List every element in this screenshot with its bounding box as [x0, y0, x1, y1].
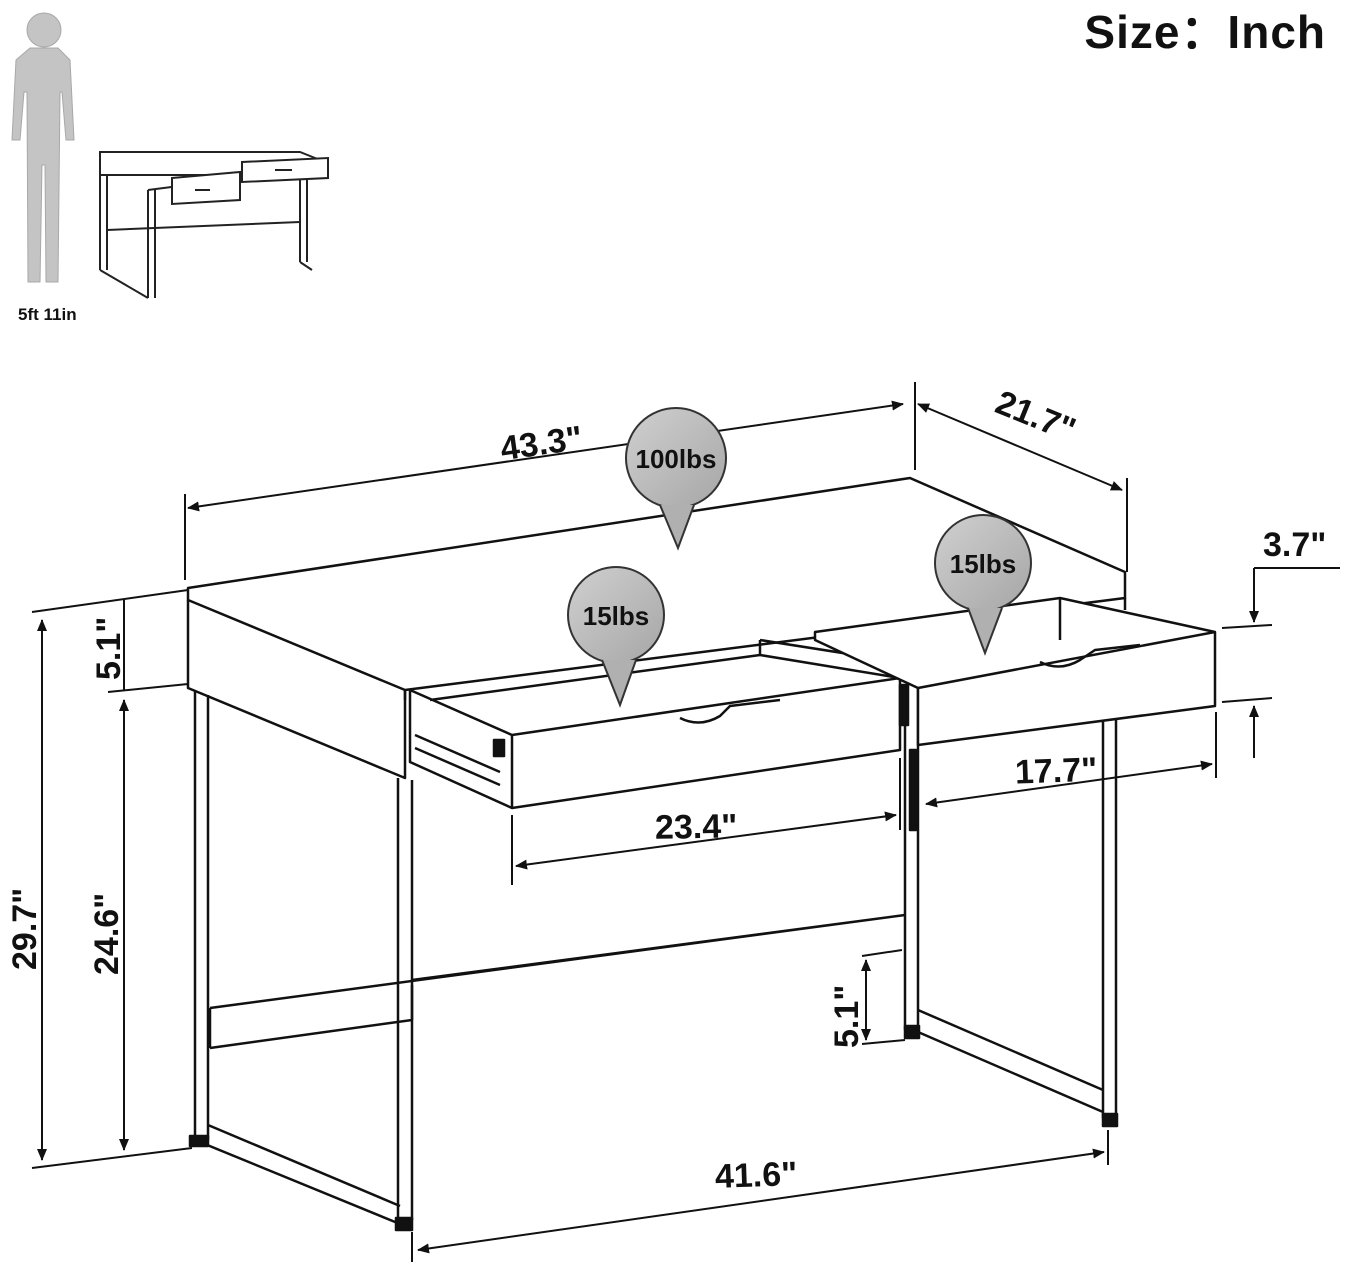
- right-drawer: [813, 596, 1217, 747]
- size-unit-title: Size：Inch: [1084, 6, 1326, 58]
- leg-height-dimension: 24.6": [88, 893, 126, 975]
- left-front-leg: [193, 690, 410, 1226]
- apron-height-dimension: 5.1": [90, 617, 128, 680]
- left-drawer-width-dimension: 23.4": [655, 807, 738, 846]
- top-load-label: 100lbs: [636, 444, 717, 474]
- right-drawer-load-label: 15lbs: [950, 549, 1017, 579]
- total-height-dimension: 29.7": [6, 888, 44, 970]
- left-drawer-load-badge: 15lbs: [567, 566, 665, 708]
- right-legs: [903, 688, 1118, 1118]
- leg-span-width-dimension: 41.6": [714, 1155, 798, 1196]
- middle-front-leg: [396, 778, 414, 1220]
- top-load-badge: 100lbs: [625, 407, 727, 551]
- left-drawer: [408, 676, 902, 810]
- person-silhouette-icon: [11, 12, 75, 283]
- dimension-lines: [31, 382, 1340, 1262]
- bottom-bar-height-dimension: 5.1": [828, 985, 866, 1048]
- desk-drawing: [186, 476, 1217, 1232]
- top-width-dimension: 43.3": [498, 419, 585, 468]
- right-drawer-load-badge: 15lbs: [934, 514, 1032, 656]
- desk-apron: [186, 600, 407, 780]
- reference-desk-thumbnail: [99, 151, 329, 299]
- right-drawer-width-dimension: 17.7": [1014, 751, 1098, 792]
- person-height-label: 5ft 11in: [18, 305, 77, 324]
- drawer-front-height-dimension: 3.7": [1263, 526, 1326, 564]
- left-drawer-load-label: 15lbs: [583, 601, 650, 631]
- lower-crossbar: [209, 913, 906, 1050]
